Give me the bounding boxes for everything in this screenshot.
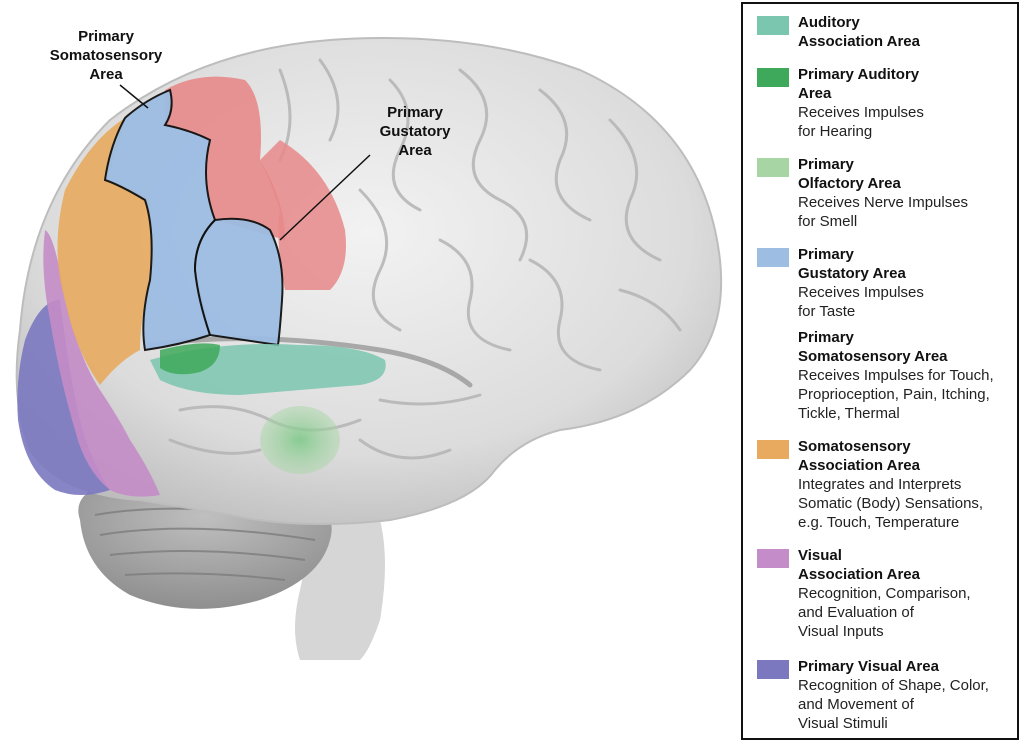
legend-panel: Auditory Association Area Primary Audito…	[741, 2, 1019, 740]
brain-illustration	[15, 37, 723, 660]
legend-title: Somatosensory Association Area	[798, 438, 920, 474]
legend-desc: Receives Impulses for Hearing	[798, 104, 924, 140]
primary-gustatory-region	[103, 88, 217, 352]
somatosensory-leader-line	[119, 84, 149, 109]
primary-auditory-region	[160, 343, 220, 375]
brain-diagram: Primary Somatosensory Area Primary Gusta…	[15, 28, 723, 660]
legend-swatch	[757, 549, 789, 568]
primary-somatosensory-region	[165, 76, 285, 241]
legend-swatch	[757, 16, 789, 35]
legend-desc: Recognition of Shape, Color, and Movemen…	[798, 677, 989, 732]
legend-title: Primary Gustatory Area	[798, 246, 906, 282]
legend-desc: Receives Impulses for Touch, Propriocept…	[798, 367, 994, 422]
somatosensory-association-region	[57, 118, 152, 385]
visual-association-region	[43, 230, 161, 497]
primary-somatosensory-region-outer	[260, 140, 346, 290]
legend-swatch	[757, 158, 789, 177]
legend-swatch	[757, 660, 789, 679]
callout-primary-gustatory: Primary Gustatory Area	[379, 104, 451, 159]
legend-swatch	[757, 440, 789, 459]
legend-desc: Receives Nerve Impulses for Smell	[798, 194, 969, 230]
primary-gustatory-inner-region	[193, 217, 284, 347]
legend-title: Primary Somatosensory Area	[798, 329, 948, 365]
legend-desc: Receives Impulses for Taste	[798, 284, 924, 320]
legend-title: Primary Auditory Area	[798, 66, 920, 102]
legend-title: Primary Visual Area	[798, 658, 939, 675]
legend-title: Primary Olfactory Area	[798, 156, 901, 192]
legend-swatch	[757, 248, 789, 267]
legend-swatch	[757, 68, 789, 87]
legend-title: Visual Association Area	[798, 547, 920, 583]
legend-desc: Integrates and Interprets Somatic (Body)…	[798, 476, 984, 531]
primary-olfactory-region	[260, 406, 340, 474]
callout-primary-somatosensory: Primary Somatosensory Area	[49, 28, 163, 83]
gustatory-leader-line	[279, 154, 371, 241]
legend-desc: Recognition, Comparison, and Evaluation …	[798, 585, 971, 640]
legend-title: Auditory Association Area	[798, 14, 920, 50]
